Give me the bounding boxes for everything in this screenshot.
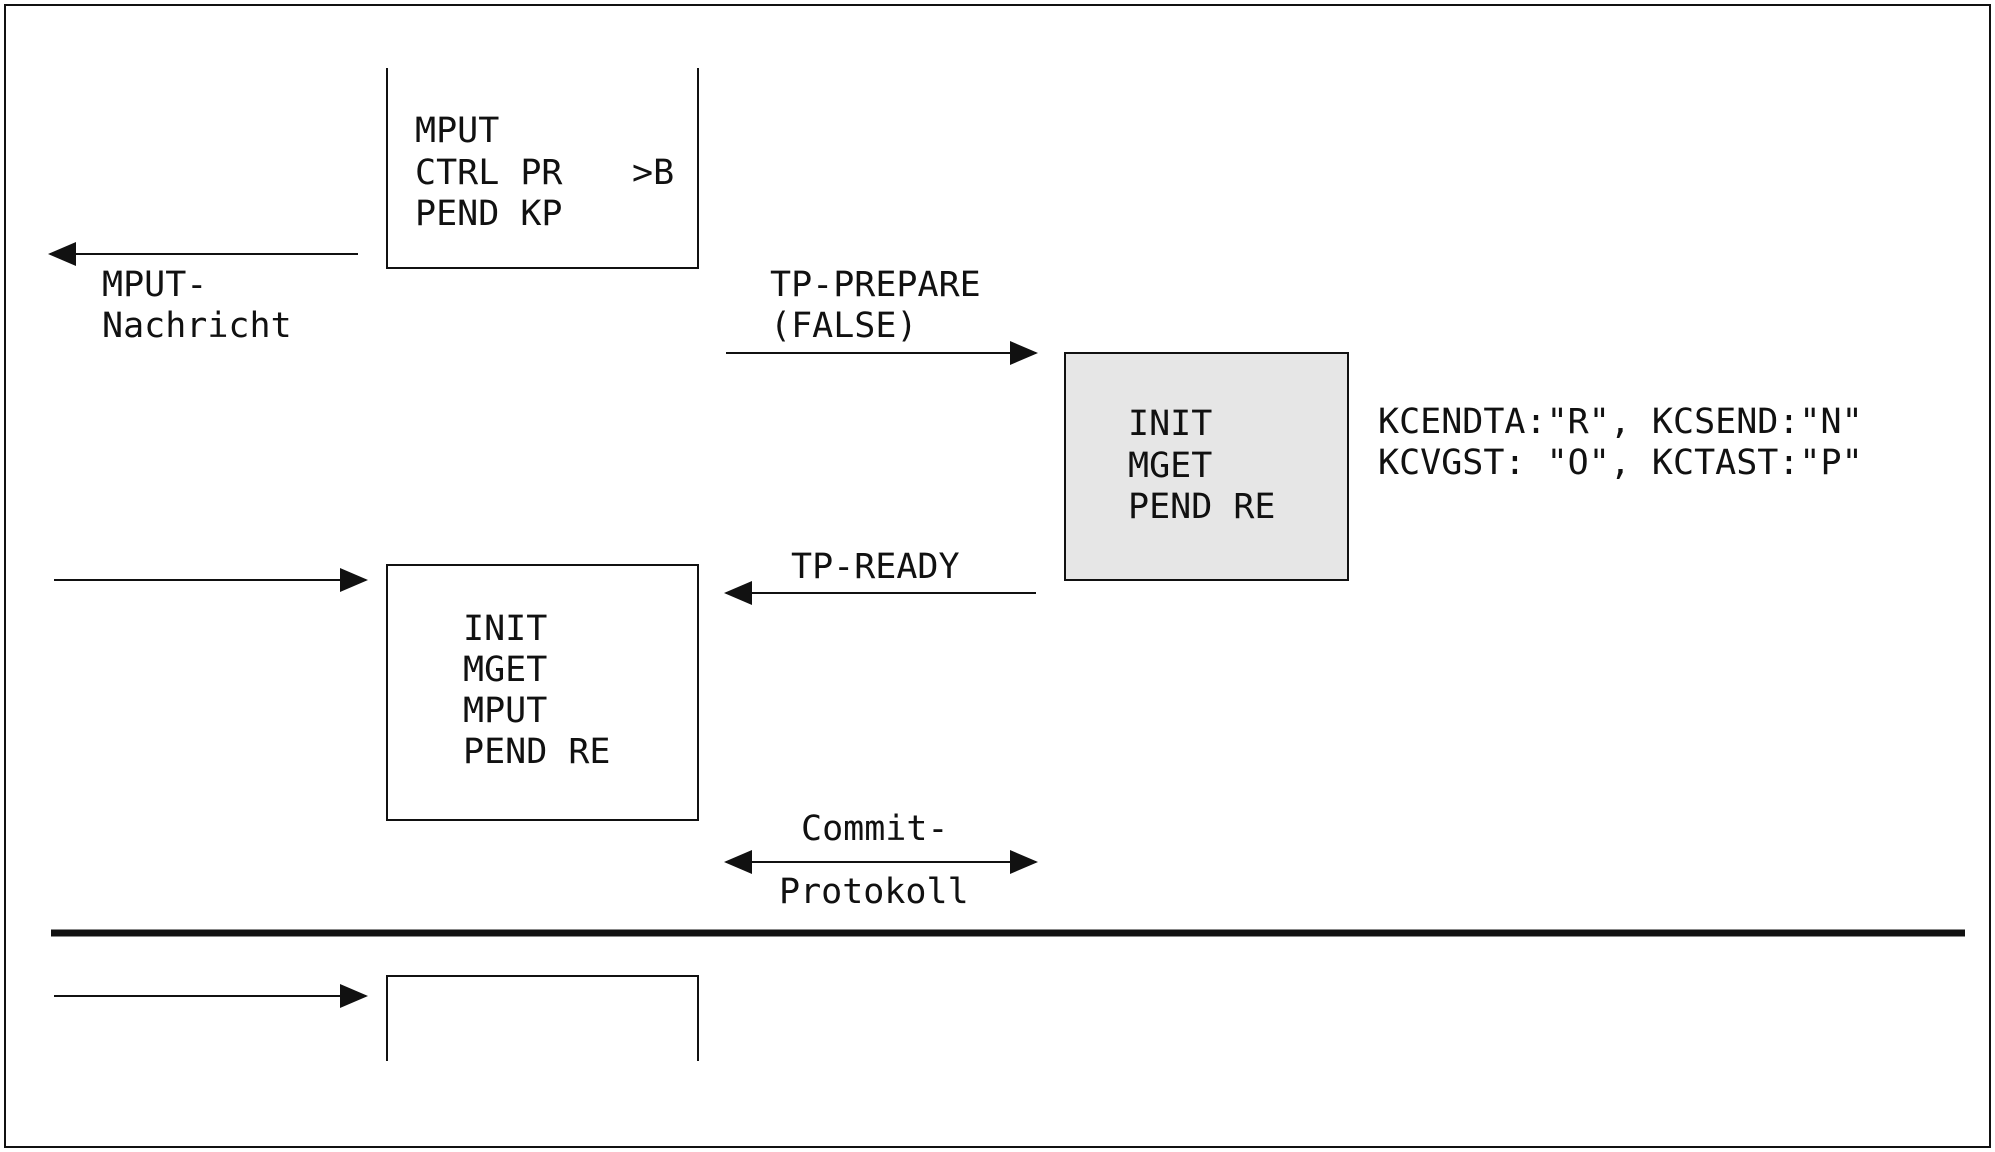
middle-box-line-4: PEND RE	[463, 732, 611, 772]
commit-label-1: Commit-	[801, 809, 949, 849]
middle-box-line-3: MPUT	[463, 691, 547, 731]
tp-prepare-arrow: TP-PREPARE (FALSE)	[726, 265, 1038, 365]
middle-box-line-1: INIT	[463, 609, 547, 649]
status-values: KCENDTA:"R", KCSEND:"N" KCVGST: "O", KCT…	[1378, 402, 1863, 483]
tp-prepare-label-1: TP-PREPARE	[770, 265, 981, 305]
status-line-1: KCENDTA:"R", KCSEND:"N"	[1378, 402, 1863, 442]
shaded-program-box: INIT MGET PEND RE	[1064, 352, 1349, 581]
mput-message-arrow: MPUT- Nachricht	[48, 242, 358, 346]
shaded-box-line-1: INIT	[1128, 404, 1212, 444]
top-box-marker: >B	[632, 153, 674, 193]
top-box-line-1: MPUT	[415, 111, 499, 151]
shaded-box-line-3: PEND RE	[1128, 487, 1276, 527]
commit-label-2: Protokoll	[779, 872, 969, 912]
top-program-box: MPUT CTRL PR PEND KP >B	[386, 68, 699, 269]
mput-arrow-label-2: Nachricht	[102, 306, 292, 346]
shaded-box-line-2: MGET	[1128, 446, 1212, 486]
status-line-2: KCVGST: "O", KCTAST:"P"	[1378, 443, 1863, 483]
top-box-line-3: PEND KP	[415, 194, 563, 234]
diagram-frame	[4, 4, 1991, 1148]
commit-protocol-arrow: Commit- Protokoll	[724, 809, 1038, 912]
mput-arrow-label-1: MPUT-	[102, 265, 207, 305]
bottom-program-box	[386, 975, 699, 1061]
top-box-line-2: CTRL PR	[415, 153, 563, 193]
middle-program-box: INIT MGET MPUT PEND RE	[386, 564, 699, 821]
middle-box-line-2: MGET	[463, 650, 547, 690]
tp-prepare-label-2: (FALSE)	[770, 306, 918, 346]
tp-ready-label: TP-READY	[791, 547, 960, 587]
tp-ready-arrow: TP-READY	[724, 547, 1036, 605]
